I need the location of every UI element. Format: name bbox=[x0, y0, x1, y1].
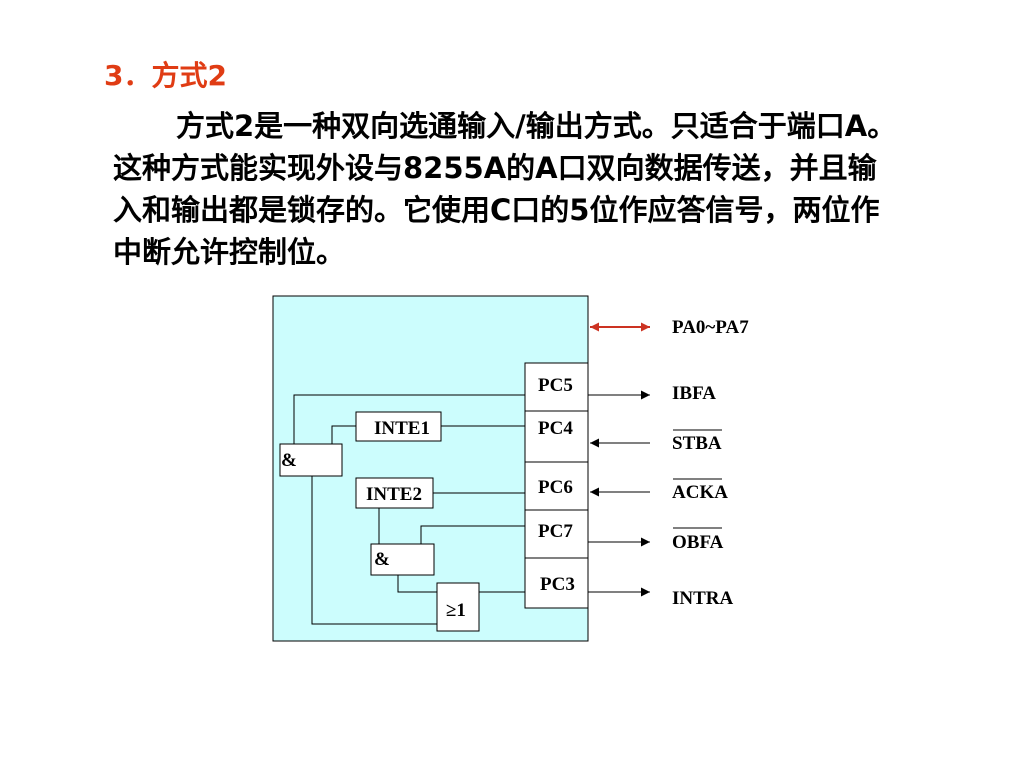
signal-obfa: OBFA bbox=[672, 532, 724, 553]
internal-wiring bbox=[293, 394, 525, 625]
description-paragraph: 方式2是一种双向选通输入/输出方式。只适合于端口A。这种方式能实现外设与8255… bbox=[113, 109, 897, 269]
and-gate-1 bbox=[279, 443, 343, 477]
port-pc6: PC6 bbox=[538, 477, 573, 498]
inte2-label: INTE2 bbox=[366, 484, 422, 505]
or-gate-label: ≥1 bbox=[446, 600, 466, 621]
signal-intra: INTRA bbox=[672, 588, 734, 609]
inte2-box bbox=[355, 477, 434, 509]
port-pc3: PC3 bbox=[540, 574, 575, 595]
or-gate bbox=[436, 582, 480, 632]
port-pc4: PC4 bbox=[538, 418, 573, 439]
signal-pa: PA0~PA7 bbox=[672, 317, 749, 338]
inte1-label: INTE1 bbox=[374, 418, 430, 439]
port-column bbox=[524, 362, 589, 609]
and-gate-1-label: & bbox=[281, 450, 297, 471]
and-gate-2 bbox=[370, 543, 435, 576]
signal-acka: ACKA bbox=[672, 482, 728, 503]
and-gate-2-label: & bbox=[374, 549, 390, 570]
inte1-box bbox=[355, 411, 442, 442]
signal-stba: STBA bbox=[672, 433, 722, 454]
section-heading: 3．方式2 bbox=[104, 59, 227, 92]
port-pc5: PC5 bbox=[538, 375, 573, 396]
port-pc7: PC7 bbox=[538, 521, 573, 542]
signal-ibfa: IBFA bbox=[672, 383, 716, 404]
